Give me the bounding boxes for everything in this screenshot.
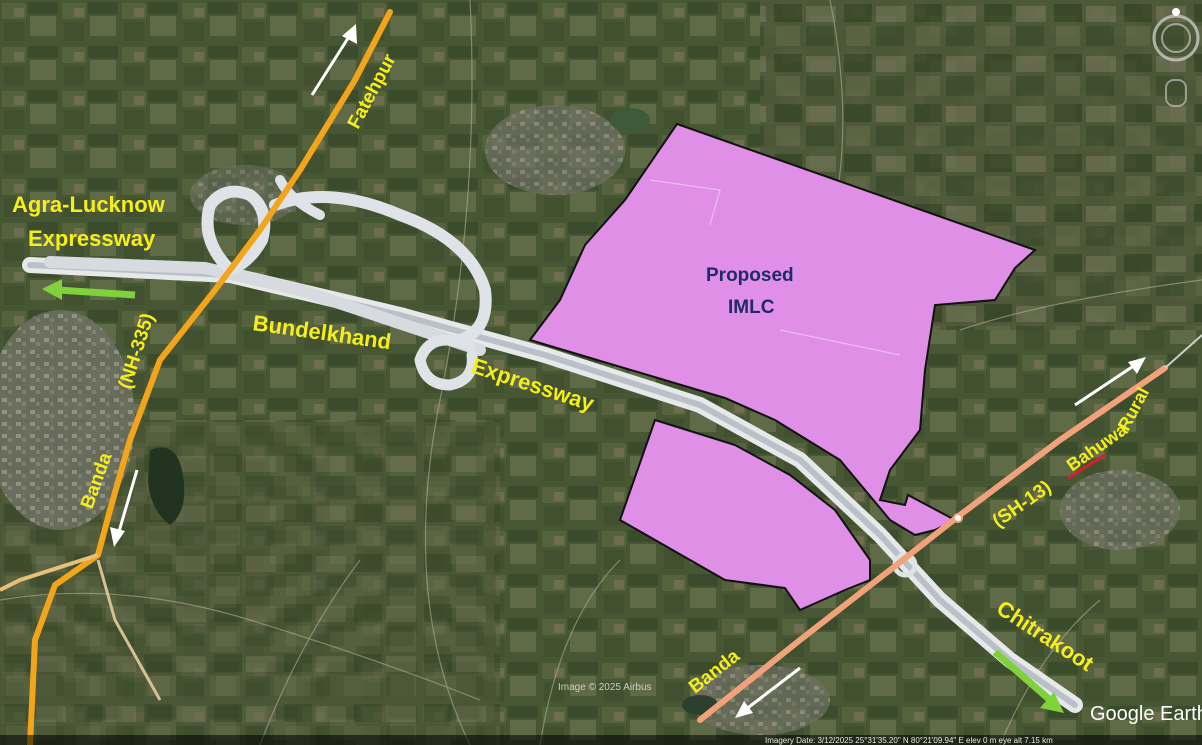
- imlc-parcel-south[interactable]: [618, 418, 871, 612]
- banda-south-road: [96, 559, 162, 701]
- interchange-loop-west[interactable]: [201, 185, 271, 276]
- arrow-north-fatehpur-icon: [310, 24, 357, 96]
- sh13-extension: [1164, 334, 1202, 369]
- banda-link-road: [0, 553, 99, 592]
- arrow-southeast-chitrakoot-icon: [992, 649, 1064, 713]
- zoom-icon[interactable]: [1165, 79, 1187, 107]
- pond-west: [148, 447, 185, 525]
- footer-bar: [0, 735, 1202, 745]
- label-agra-lucknow-line1: Agra-Lucknow: [12, 192, 166, 217]
- arrow-northeast-bahuwa-icon: [1074, 357, 1146, 407]
- settlement-north: [485, 105, 625, 195]
- settlement-banda-west: [0, 310, 135, 530]
- interchange-loop-south[interactable]: [414, 334, 478, 391]
- label-proposed: Proposed: [706, 265, 794, 286]
- arrow-south-banda-icon: [110, 469, 139, 547]
- interchange-loop-north[interactable]: [269, 191, 492, 346]
- settlement-bahuwa: [1060, 470, 1180, 550]
- arrow-southwest-banda-icon: [735, 666, 801, 718]
- image-credit: Image © 2025 Airbus: [558, 682, 652, 693]
- arrow-west-agra-icon: [42, 279, 136, 300]
- nh335-road[interactable]: [27, 9, 393, 745]
- compass-control[interactable]: [1152, 8, 1200, 62]
- direction-arrows: [42, 24, 1146, 718]
- zoom-control[interactable]: [1165, 79, 1187, 107]
- sh13-junction-marker: [953, 513, 963, 523]
- bahuwa-underline: [1067, 453, 1106, 480]
- compass-north-icon[interactable]: [1172, 8, 1180, 16]
- imlc-internal-tracks: [649, 179, 901, 356]
- sh13-road[interactable]: [697, 365, 1168, 723]
- google-earth-logo: Google Earth: [1090, 703, 1202, 725]
- label-imlc: IMLC: [728, 297, 775, 318]
- pond-north: [610, 108, 650, 132]
- label-agra-lucknow-line2: Expressway: [28, 226, 156, 251]
- footer-info: Imagery Date: 3/12/2025 25°31'35.20" N 8…: [765, 736, 1053, 745]
- expressway-network[interactable]: [22, 175, 1083, 713]
